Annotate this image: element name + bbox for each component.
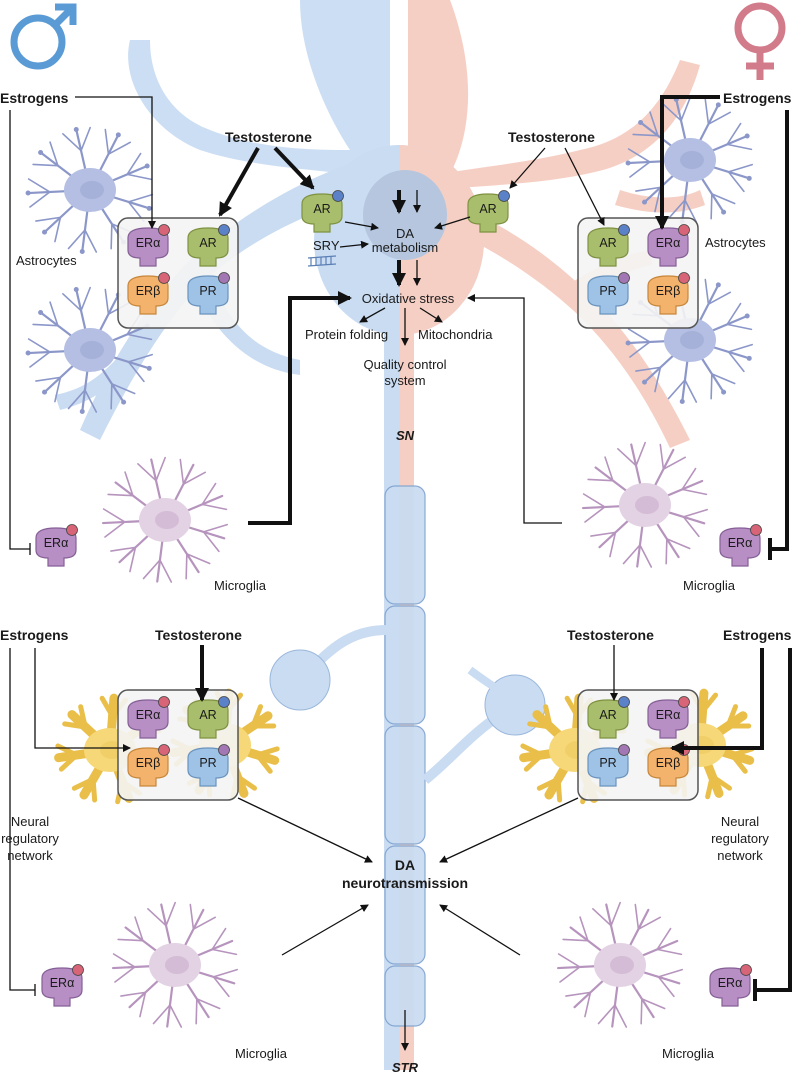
receptor-er-alpha: ERα [710,965,752,1007]
receptor-label: ERα [656,236,681,250]
receptor-label: ERα [136,236,161,250]
receptor-label: ERα [136,708,161,722]
receptor-label: ERβ [136,284,161,298]
receptor-label: ERβ [656,284,681,298]
microglia-cell [558,903,682,1027]
receptor-label: PR [599,756,616,770]
receptor-er-alpha: ERα [42,965,84,1007]
receptor-label: ERα [44,536,69,550]
network-label-female-1: Neural [721,814,759,829]
receptor-label: ERα [656,708,681,722]
estrogens-label-male-bottom: Estrogens [0,627,69,643]
receptor-label: AR [313,202,330,216]
receptor-label: PR [599,284,616,298]
receptor-label: ERβ [656,756,681,770]
receptor-label: AR [199,708,216,722]
da-metabolism-line1: DA [396,226,414,241]
microglia-label-female-bottom: Microglia [662,1046,715,1061]
receptor-label: ERβ [136,756,161,770]
testosterone-label-female-top: Testosterone [508,129,595,145]
da-metabolism-line2: metabolism [372,240,438,255]
sn-label: SN [396,428,415,443]
network-label-male-1: Neural [11,814,49,829]
receptor-label: AR [199,236,216,250]
da-neurotransmission-line2: neurotransmission [342,875,468,891]
microglia-label-male-bottom: Microglia [235,1046,288,1061]
testosterone-label-male-bottom: Testosterone [155,627,242,643]
receptor-er-alpha: ERα [36,525,78,567]
network-label-male-3: network [7,848,53,863]
testosterone-label-female-bottom: Testosterone [567,627,654,643]
astrocytes-label-female: Astrocytes [705,235,766,250]
quality-control-line2: system [384,373,425,388]
astrocytes-label-male: Astrocytes [16,253,77,268]
receptor-label: ERα [728,536,753,550]
network-label-female-2: regulatory [711,831,769,846]
receptor-label: PR [199,756,216,770]
oxidative-stress-label: Oxidative stress [362,291,455,306]
microglia-cell [583,443,707,567]
estrogens-label-female-top: Estrogens [723,90,792,106]
receptor-label: AR [599,708,616,722]
receptor-er-alpha: ERα [720,525,762,567]
testosterone-label-male-top: Testosterone [225,129,312,145]
receptor-label: ERα [718,976,743,990]
receptor-label: AR [599,236,616,250]
str-label: STR [392,1060,419,1075]
estrogens-label-male-top: Estrogens [0,90,69,106]
protein-folding-label: Protein folding [305,327,388,342]
network-label-male-2: regulatory [1,831,59,846]
network-label-female-3: network [717,848,763,863]
receptor-label: ERα [50,976,75,990]
da-neurotransmission-line1: DA [395,857,415,873]
receptor-label: AR [479,202,496,216]
microglia-label-male-top: Microglia [214,578,267,593]
receptor-label: PR [199,284,216,298]
female-symbol-icon [738,6,782,80]
microglia-cell [113,903,237,1027]
quality-control-line1: Quality control [363,357,446,372]
male-symbol-icon [14,7,73,66]
mitochondria-label: Mitochondria [418,327,493,342]
microglia-label-female-top: Microglia [683,578,736,593]
sry-label: SRY [313,238,340,253]
microglia-cell [103,458,227,582]
estrogens-label-female-bottom: Estrogens [723,627,792,643]
